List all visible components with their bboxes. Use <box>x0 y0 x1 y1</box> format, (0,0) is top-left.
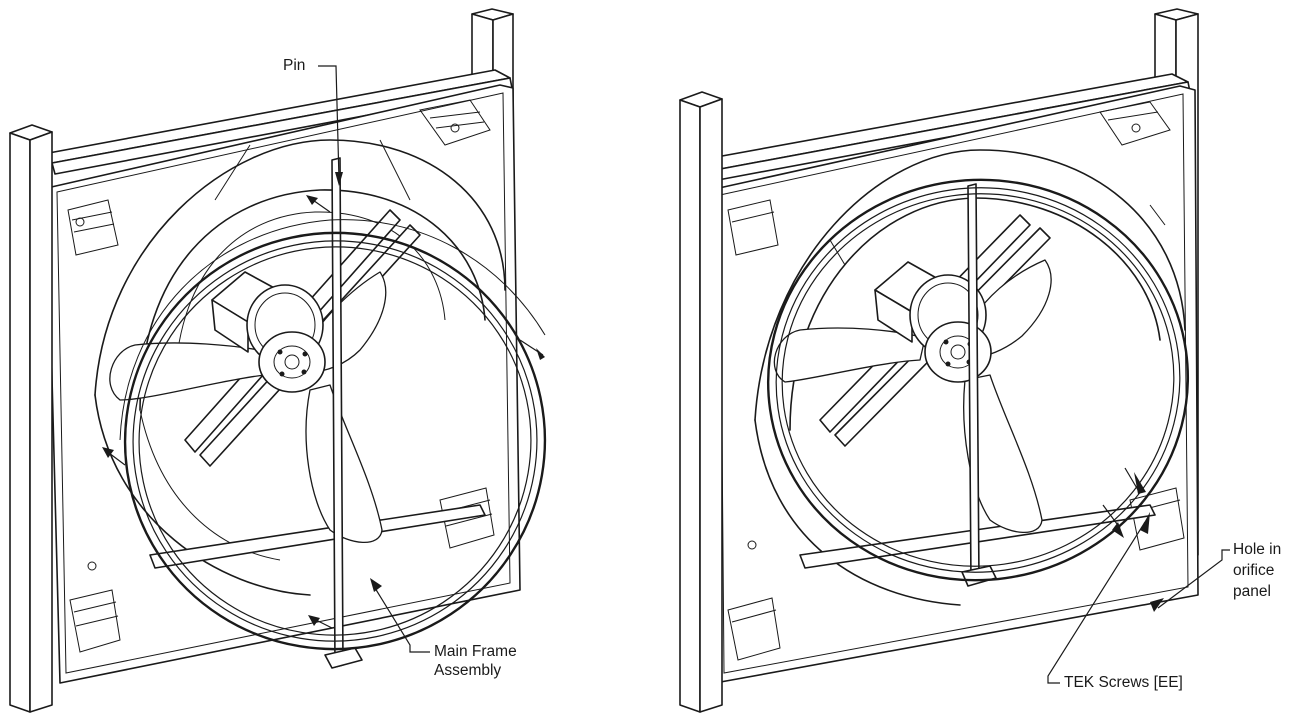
right-screw-arrows <box>829 204 1166 538</box>
left-main-frame-ring <box>119 219 547 651</box>
left-corner-brackets <box>67 99 495 653</box>
left-pin-bar <box>324 157 363 669</box>
right-fan-blades <box>773 259 1052 533</box>
right-corner-brackets <box>727 101 1185 661</box>
right-main-frame-ring <box>766 178 1190 582</box>
left-venturi <box>94 139 506 596</box>
hole-label-line3: panel <box>1233 583 1271 600</box>
main-frame-label-line1: Main Frame <box>434 643 517 660</box>
main-frame-label-line2: Assembly <box>434 662 502 679</box>
callout-pin-leader <box>318 65 343 186</box>
right-front-post <box>679 91 723 713</box>
callout-main-frame-leader <box>370 578 430 653</box>
callout-hole-leader <box>1150 549 1230 612</box>
hole-label-line1: Hole in <box>1233 541 1282 558</box>
left-front-post <box>9 124 53 713</box>
pin-label: Pin <box>283 57 306 74</box>
right-fan-assembly <box>679 8 1199 713</box>
callout-tek-leader <box>1047 512 1150 684</box>
tek-screws-label: TEK Screws [EE] <box>1064 674 1183 691</box>
left-motor <box>211 271 326 393</box>
left-top-rail <box>37 69 513 175</box>
right-orifice-panel <box>709 85 1199 684</box>
left-alignment-arrows <box>102 195 545 629</box>
hole-label-line2: orifice <box>1233 562 1275 579</box>
left-fan-assembly <box>9 8 547 713</box>
